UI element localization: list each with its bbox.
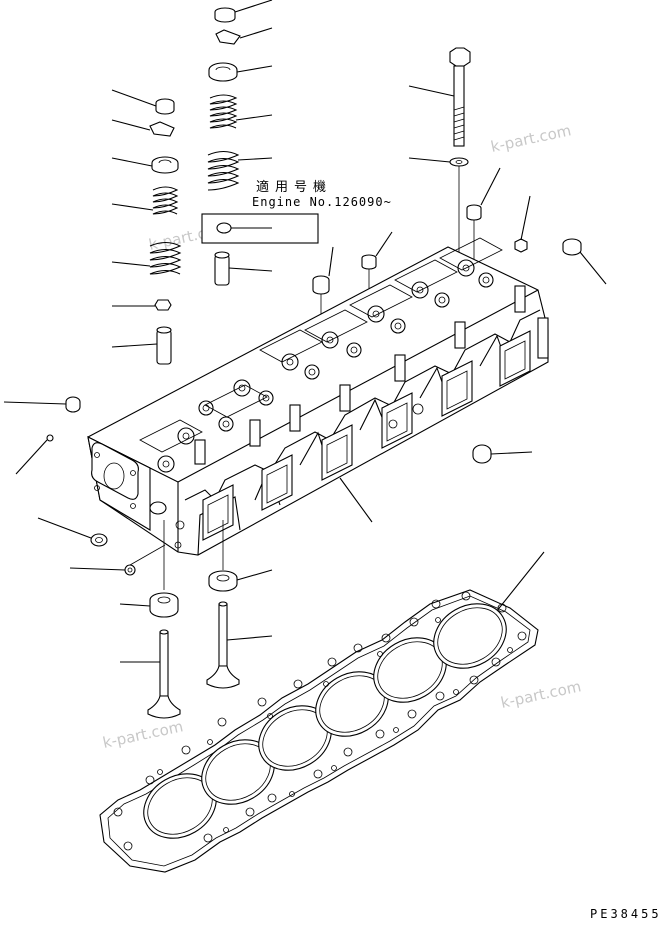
lower-valves	[119, 520, 273, 719]
deck-valve-bosses	[157, 259, 494, 473]
cylinder-head	[87, 237, 549, 556]
figure-code: PE38455	[590, 907, 660, 921]
head-gasket	[99, 551, 545, 873]
watermark: k-part.com	[499, 677, 583, 712]
deck-pads	[139, 237, 503, 453]
plugs-upper	[312, 167, 607, 345]
plugs-side	[3, 396, 533, 576]
gasket-bores	[143, 603, 507, 839]
head-bolt	[408, 47, 471, 255]
deck-studs	[194, 285, 549, 465]
watermark: k-part.com	[101, 717, 185, 752]
watermark: k-part.com	[489, 121, 573, 156]
gasket-holes	[113, 591, 527, 851]
applicability-note-en: Engine No.126090~	[252, 195, 392, 209]
applicability-note-jp: 適用号機	[256, 180, 333, 195]
valve-stack-left	[111, 89, 182, 365]
valve-stack-center	[201, 0, 319, 286]
exhaust-ports	[202, 330, 531, 541]
